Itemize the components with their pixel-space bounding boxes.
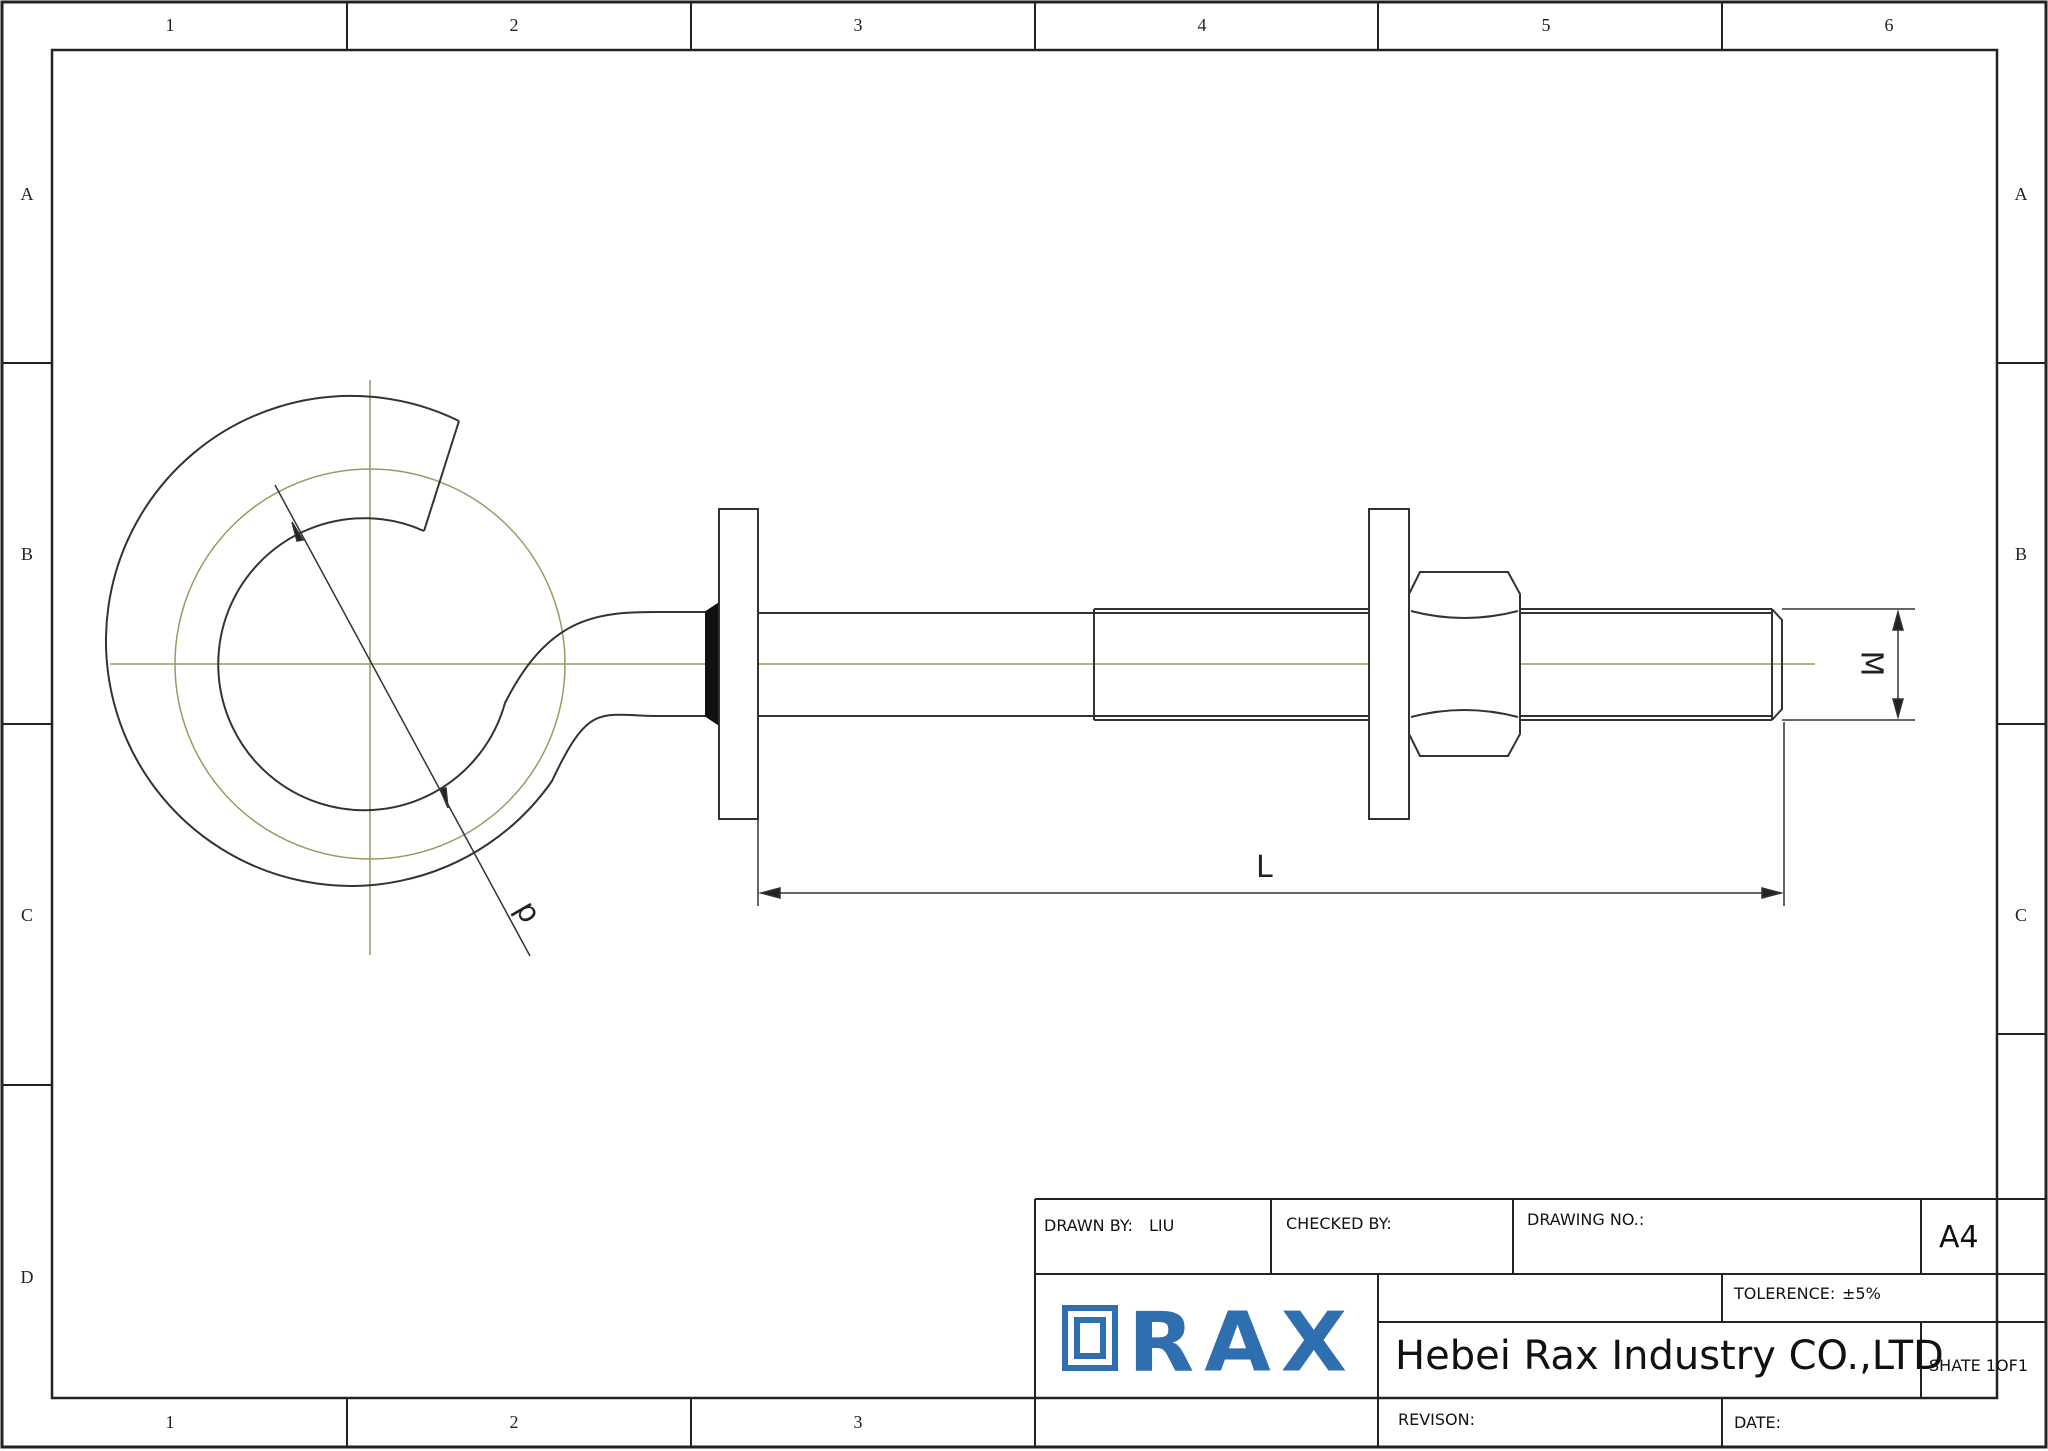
zone-col-2-top: 2 <box>509 15 519 35</box>
checked-by-label: CHECKED BY: <box>1286 1214 1392 1233</box>
rax-logo-icon <box>1062 1305 1118 1371</box>
tolerance-label: TOLERENCE: <box>1734 1284 1836 1303</box>
revision-label: REVISON: <box>1398 1410 1475 1429</box>
sheet-number: SHATE 1OF1 <box>1929 1356 2029 1375</box>
length-dimension <box>757 722 1785 906</box>
company-name: Hebei Rax Industry CO.,LTD <box>1395 1333 1944 1379</box>
centerlines <box>110 380 1815 955</box>
title-block-grid <box>1034 1198 2046 1447</box>
zone-col-6-top: 6 <box>1884 15 1894 35</box>
thread-dimension <box>1782 608 1915 721</box>
zone-col-2-bottom: 2 <box>509 1412 519 1432</box>
length-label: L <box>1256 850 1273 885</box>
inner-border <box>50 48 1999 1400</box>
washers <box>718 508 1410 820</box>
diameter-dimension <box>274 484 531 957</box>
zone-row-a-left: A <box>20 184 34 204</box>
tolerance-value: ±5% <box>1842 1284 1881 1303</box>
paper-size: A4 <box>1939 1220 1979 1255</box>
drawing-no-label: DRAWING NO.: <box>1527 1210 1645 1229</box>
date-label: DATE: <box>1734 1413 1782 1432</box>
hex-nut <box>1408 571 1521 757</box>
zone-col-4-top: 4 <box>1197 15 1207 35</box>
rax-logo <box>1062 1305 1118 1371</box>
zone-col-1-bottom: 1 <box>165 1412 175 1432</box>
zone-row-a-right: A <box>2014 184 2028 204</box>
zone-col-3-top: 3 <box>853 15 863 35</box>
hook <box>105 394 712 887</box>
zone-row-b-left: B <box>20 544 33 564</box>
zone-row-c-right: C <box>2014 905 2027 925</box>
zone-row-b-right: B <box>2014 544 2027 564</box>
zone-row-d-left: D <box>20 1267 34 1287</box>
thread-label: M <box>1853 650 1889 677</box>
zone-col-5-top: 5 <box>1541 15 1551 35</box>
drawn-by-value: LIU <box>1149 1216 1175 1235</box>
drawn-by-label: DRAWN BY: <box>1044 1216 1133 1235</box>
zone-col-1-top: 1 <box>165 15 175 35</box>
shank <box>758 608 1783 721</box>
logo-text: RAX <box>1128 1295 1358 1391</box>
zone-col-3-bottom: 3 <box>853 1412 863 1432</box>
zone-row-c-left: C <box>20 905 33 925</box>
